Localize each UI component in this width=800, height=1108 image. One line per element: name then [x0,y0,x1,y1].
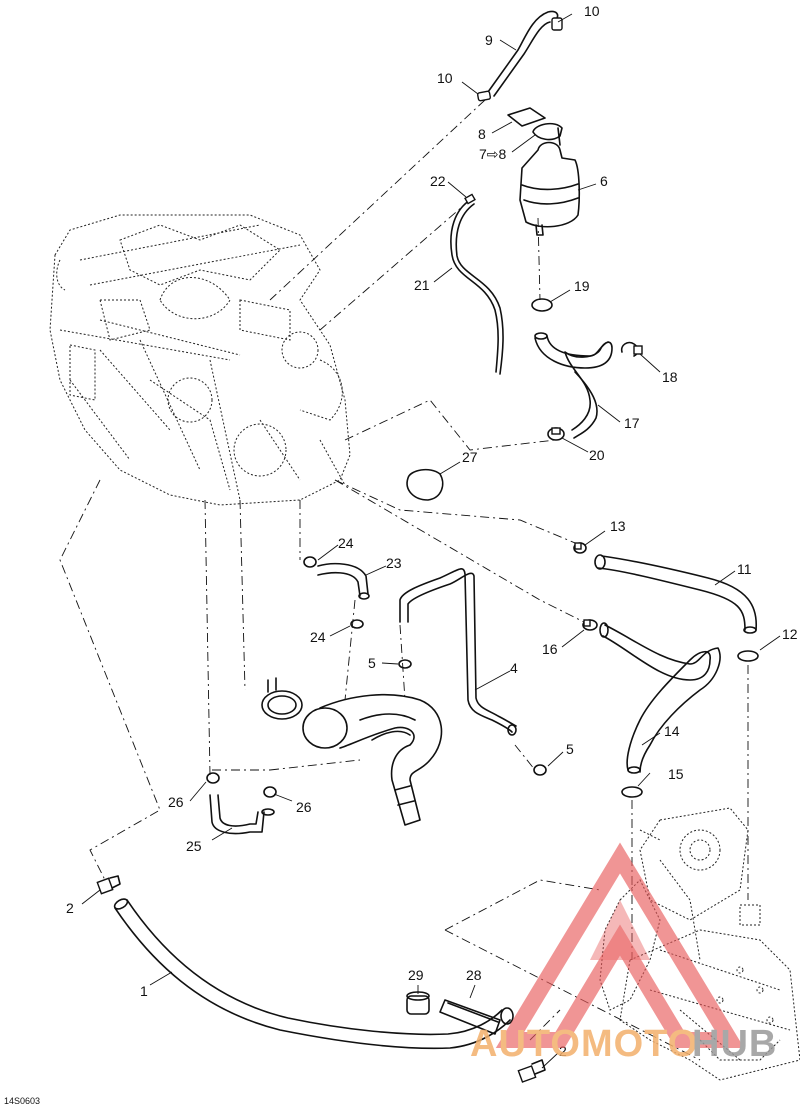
callout-28: 28 [466,967,482,983]
diagram-code: 14S0603 [4,1096,40,1106]
callout-10-top: 10 [584,3,600,19]
callout-24-bottom: 24 [310,629,326,645]
fitting-2-left [96,875,121,895]
callout-17: 17 [624,415,640,431]
thermostat-housing [261,677,443,826]
callout-4: 4 [510,660,518,676]
hose-21 [450,193,504,375]
clamp-20 [547,427,565,441]
hose-11 [573,542,758,634]
callout-15: 15 [668,766,684,782]
clamp-15 [621,786,643,798]
clamp-12 [737,650,759,662]
watermark-text-automoto: AUTOMOTO [470,1023,698,1065]
callout-2-right: 2 [559,1043,567,1059]
clamp-19 [531,298,553,312]
callout-16: 16 [542,641,558,657]
callout-26-left: 26 [168,794,184,810]
clamp-24-bottom [350,619,364,629]
clamp-10-top [551,17,563,31]
callout-2-left: 2 [66,900,74,916]
callout-23: 23 [386,555,402,571]
callout-labels: 9 10 10 8 7⇨8 6 22 21 19 18 17 20 27 13 … [66,3,798,1059]
coolant-reservoir-6 [519,127,581,236]
clamp-10-left [477,90,491,102]
callout-29: 29 [408,967,424,983]
callout-27: 27 [462,449,478,465]
fitting-2-right [517,1059,546,1083]
hose-1 [113,898,514,1050]
callout-19: 19 [574,278,590,294]
hose-23 [303,556,370,629]
hose-17 [534,332,613,439]
callout-21: 21 [414,277,430,293]
clamp-18 [620,341,643,357]
callout-5-top: 5 [368,655,376,671]
callout-22: 22 [430,173,446,189]
callout-7-8: 7⇨8 [479,146,507,162]
callout-9: 9 [485,32,493,48]
callout-14: 14 [664,723,680,739]
callout-25: 25 [186,838,202,854]
gasket-27 [406,468,444,501]
callout-20: 20 [589,447,605,463]
hose-9 [477,10,563,102]
clamp-24-top [303,556,317,568]
leader-lines [81,13,781,1069]
hose-14 [582,619,721,774]
hose-28 [439,999,501,1035]
sleeve-29 [406,991,430,1015]
callout-11: 11 [737,561,752,577]
callout-24-top: 24 [338,535,354,551]
callout-10-left: 10 [437,70,453,86]
hose-25 [206,772,277,835]
cap-8 [507,107,563,141]
hose-4 [398,567,547,776]
clamp-26-left [206,772,220,784]
callout-12: 12 [782,626,798,642]
engine-block [49,214,351,506]
callout-26-right: 26 [296,799,312,815]
watermark-logo: AUTOMOTO HUB [470,842,777,1065]
clamp-5-bottom [533,764,547,776]
callout-1: 1 [140,983,148,999]
callout-8: 8 [478,126,486,142]
callout-5-bottom: 5 [566,741,574,757]
callout-13: 13 [610,518,626,534]
callout-6: 6 [600,173,608,189]
callout-18: 18 [662,369,678,385]
clamp-22 [464,193,476,205]
watermark-text-hub: HUB [692,1023,777,1065]
clamp-5-top [398,659,412,669]
assembly-lines [59,99,749,1061]
clamp-26-right [263,786,277,798]
